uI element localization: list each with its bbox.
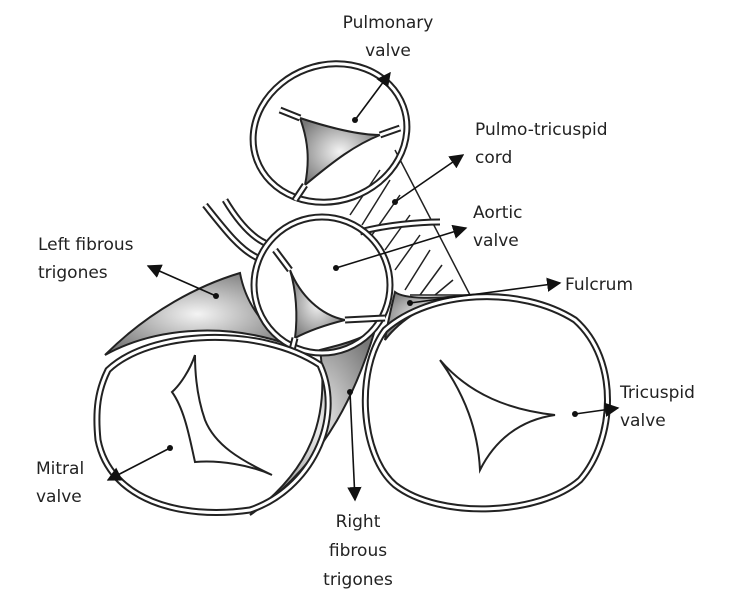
label-line: trigones [38,263,108,283]
vessel-wall-lines [202,198,441,262]
label-line: trigones [323,570,393,590]
label-line: valve [365,41,411,61]
label-line: Tricuspid [619,383,695,403]
tricuspid-valve [361,293,611,513]
label-line: Aortic [473,203,522,223]
label-mitral-valve: Mitral valve [36,459,84,507]
label-left-fibrous-trigones: Left fibrous trigones [38,235,134,283]
label-line: Fulcrum [565,275,633,295]
pulmonary-valve [249,60,411,206]
label-aortic-valve: Aortic valve [473,203,522,251]
label-line: fibrous [329,541,387,561]
label-line: valve [473,231,519,251]
label-right-fibrous-trigones: Right fibrous trigones [323,512,393,590]
pointer-arrows [106,71,620,502]
label-line: valve [620,411,666,431]
label-fulcrum: Fulcrum [565,275,633,295]
label-line: Left fibrous [38,235,134,255]
mitral-valve [93,334,332,516]
label-line: Pulmonary [343,13,434,33]
label-line: Right [336,512,381,532]
label-line: cord [475,148,512,168]
label-line: Pulmo-tricuspid [475,120,608,140]
label-line: Mitral [36,459,84,479]
label-tricuspid-valve: Tricuspid valve [619,383,695,431]
aortic-valve [250,213,394,357]
label-pulmo-tricuspid-cord: Pulmo-tricuspid cord [475,120,608,168]
label-line: valve [36,487,82,507]
label-pulmonary-valve: Pulmonary valve [343,13,434,61]
